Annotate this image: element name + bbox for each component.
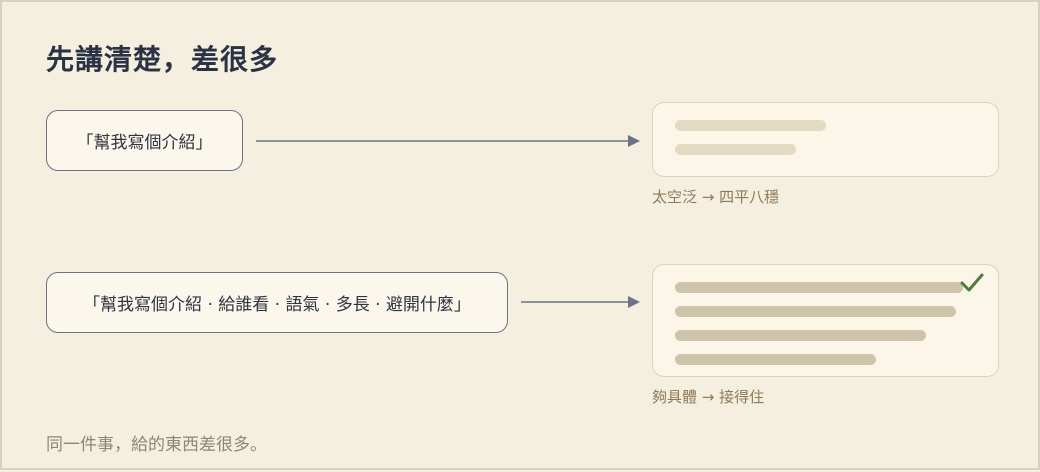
placeholder-text-line — [675, 306, 956, 317]
placeholder-text-line — [675, 144, 796, 155]
vague-result-card — [652, 102, 999, 177]
specific-prompt-box: 「幫我寫個介紹 · 給誰看 · 語氣 · 多長 · 避開什麼」 — [46, 272, 508, 333]
placeholder-text-line — [675, 120, 826, 131]
placeholder-text-line — [675, 354, 876, 365]
specific-result-card — [652, 264, 999, 377]
placeholder-text-line — [675, 330, 926, 341]
placeholder-text-line — [675, 282, 963, 293]
arrow-right-icon — [256, 135, 640, 147]
diagram-title: 先講清楚，差很多 — [46, 43, 279, 76]
arrow-right-icon — [521, 296, 640, 308]
check-icon — [960, 273, 984, 292]
footer-note: 同一件事，給的東西差很多。 — [46, 435, 267, 455]
vague-prompt-box: 「幫我寫個介紹」 — [46, 110, 243, 171]
specific-result-caption: 夠具體 → 接得住 — [652, 388, 765, 406]
vague-result-caption: 太空泛 → 四平八穩 — [652, 188, 780, 206]
